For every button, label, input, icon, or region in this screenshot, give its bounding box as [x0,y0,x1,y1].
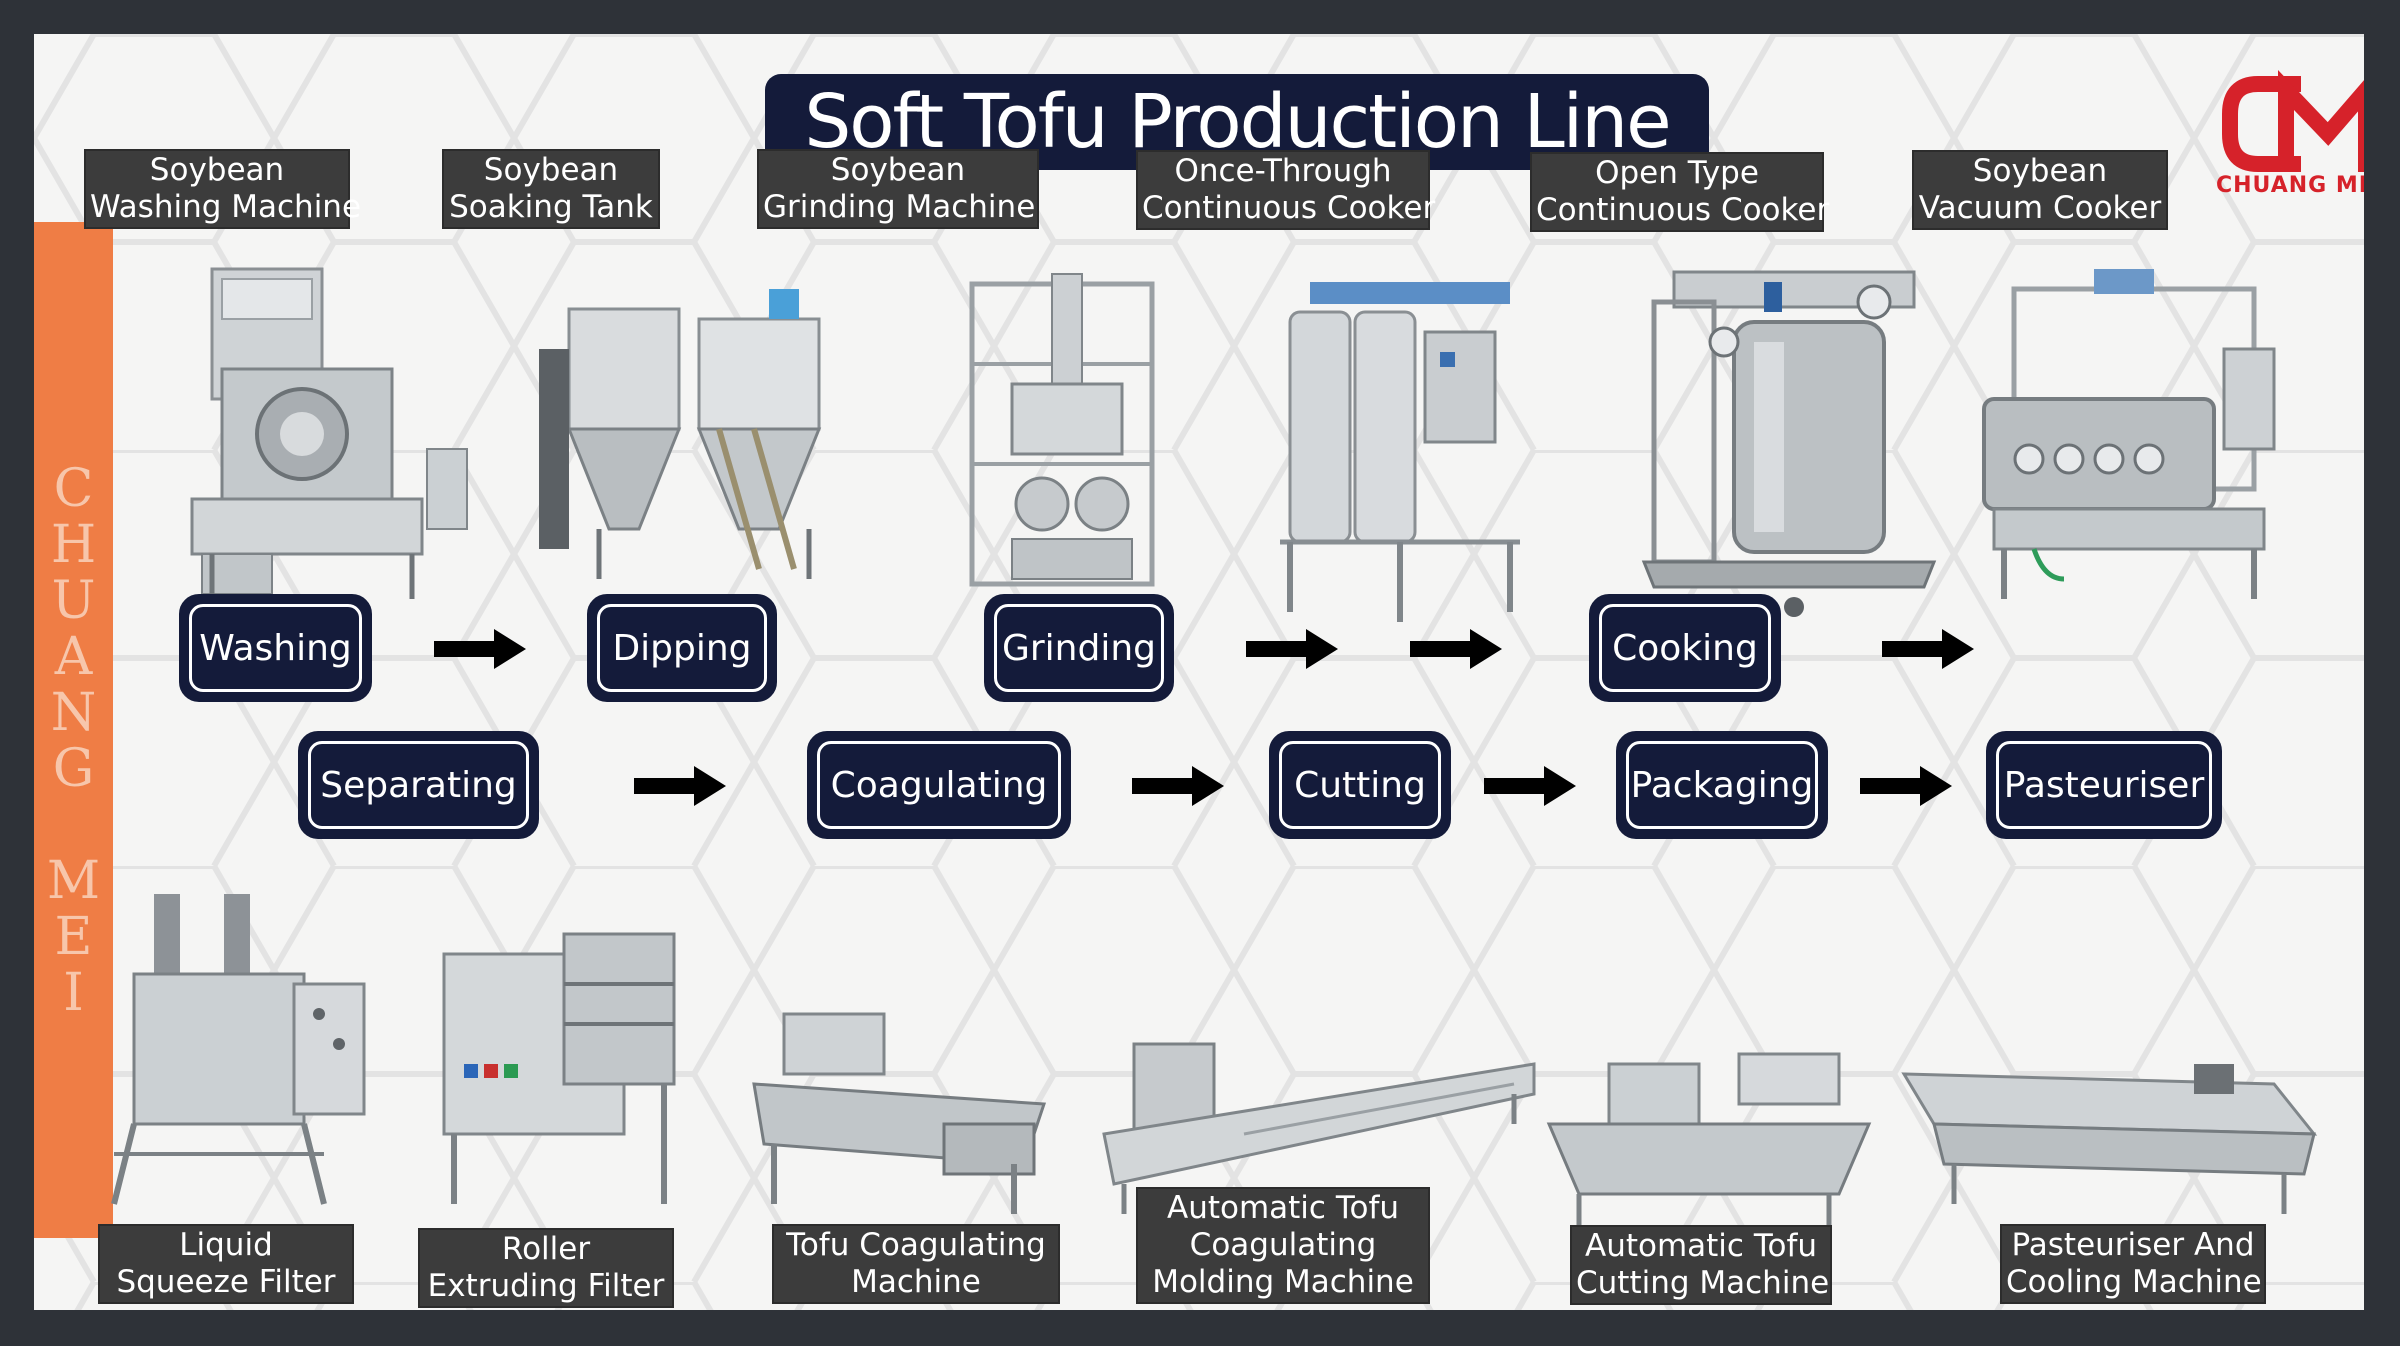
sidebar-brand-char: M [46,851,101,911]
arrow-right-icon [1484,766,1576,806]
sidebar-brand-char: I [63,963,84,1023]
step-dipping-label: Dipping [597,604,767,692]
arrow-right-icon [1860,766,1952,806]
sidebar-brand-char: C [53,459,94,519]
grinding-machine-image [969,273,1155,587]
soaking-tank-image [539,289,822,579]
arrow-right-icon [1410,629,1502,669]
step-cooking: Cooking [1589,594,1781,702]
step-packaging-label: Packaging [1626,741,1818,829]
sidebar-brand-char: E [54,907,93,967]
step-separating-label: Separating [308,741,529,829]
liquid-squeeze-filter-image [111,894,366,1205]
step-washing-label: Washing [189,604,362,692]
step-pasteuriser: Pasteuriser [1986,731,2222,839]
hexagon-background [34,34,2364,1310]
arrow-right-icon [1246,629,1338,669]
chuang-mei-logo [2222,70,2364,172]
washing-machine-image [190,267,468,599]
automatic-coagulating-molding-machine-image [1102,1042,1536,1214]
step-separating: Separating [298,731,539,839]
sidebar-brand-char: N [50,683,97,743]
once-through-cooker-image [1280,282,1520,622]
step-packaging: Packaging [1616,731,1828,839]
step-grinding-label: Grinding [994,604,1164,692]
step-cutting-label: Cutting [1279,741,1441,829]
arrow-right-icon [634,766,726,806]
step-coagulating: Coagulating [807,731,1071,839]
roller-extruding-filter-image [442,932,676,1204]
automatic-tofu-cutting-machine-image [1546,1052,1872,1234]
arrow-right-icon [1882,629,1974,669]
step-cooking-label: Cooking [1599,604,1771,692]
brand-name: CHUANG MEI [2215,173,2364,198]
sidebar-brand-char: A [54,627,93,687]
step-dipping: Dipping [587,594,777,702]
step-cutting: Cutting [1269,731,1451,839]
arrow-right-icon [434,629,526,669]
step-coagulating-label: Coagulating [817,741,1061,829]
sidebar-brand-char: U [51,571,96,631]
arrow-right-icon [1132,766,1224,806]
sidebar-brand-char [34,794,113,850]
sidebar-brand-char: H [50,515,97,575]
step-pasteuriser-label: Pasteuriser [1996,741,2212,829]
pasteuriser-cooling-machine-image [1901,1064,2318,1214]
sidebar-brand-char: G [52,739,95,799]
vacuum-cooker-image [1982,269,2276,599]
step-grinding: Grinding [984,594,1174,702]
open-type-cooker-image [1641,270,1937,617]
tofu-coagulating-machine-image [752,1012,1047,1214]
step-washing: Washing [179,594,372,702]
